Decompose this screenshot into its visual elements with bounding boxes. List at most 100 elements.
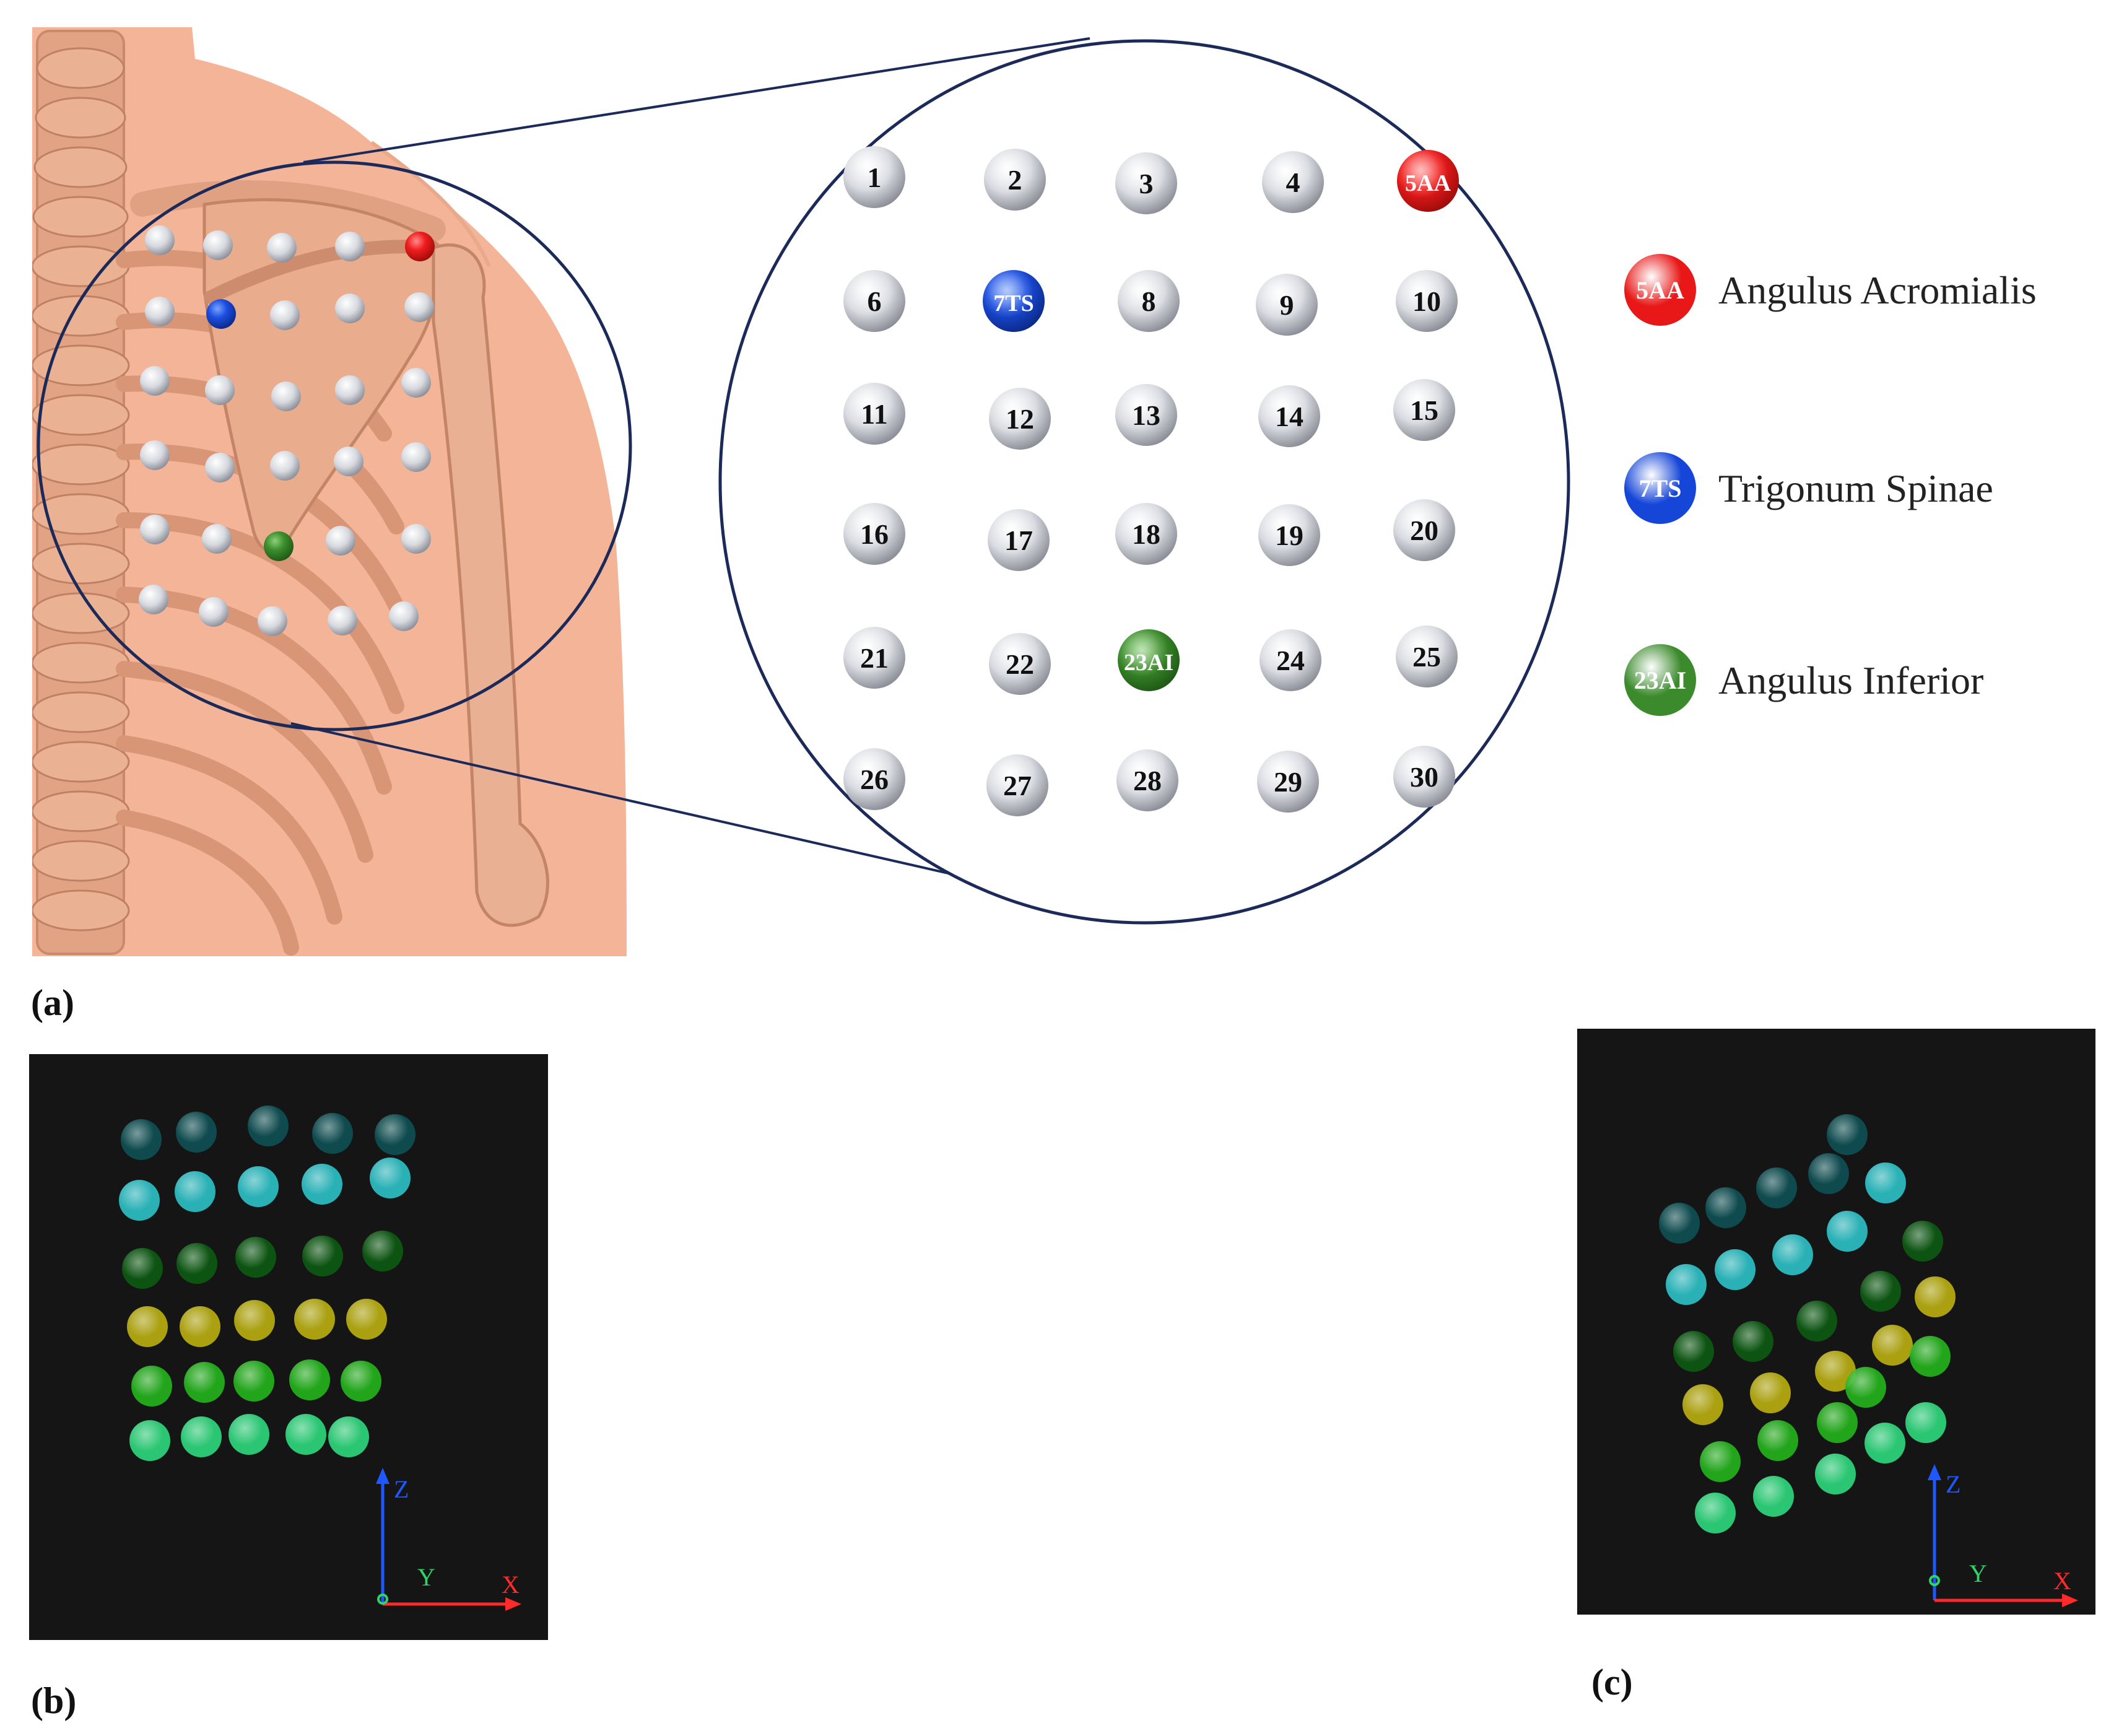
panel-c-sphere xyxy=(1756,1167,1797,1208)
magnified-marker-label: 18 xyxy=(1132,518,1160,550)
anatomy-marker-17 xyxy=(205,453,235,482)
magnified-marker-label: 16 xyxy=(860,518,889,550)
magnified-marker-label: 26 xyxy=(860,764,889,795)
panel-c-sphere xyxy=(1757,1420,1798,1461)
panel-c-z-label: Z xyxy=(1946,1470,1960,1498)
magnified-marker-label: 12 xyxy=(1006,403,1034,435)
panel-b-background xyxy=(29,1054,548,1640)
magnified-marker-label: 30 xyxy=(1410,761,1438,793)
panel-c-sphere xyxy=(1910,1336,1951,1377)
panel-c-sphere xyxy=(1796,1301,1837,1341)
panel-b-sphere xyxy=(233,1361,274,1402)
panel-c-sphere xyxy=(1715,1249,1756,1290)
panel-b-sphere xyxy=(302,1236,343,1276)
anatomy-markers xyxy=(139,225,435,636)
magnified-marker-label: 21 xyxy=(860,642,889,674)
panel-c-sphere xyxy=(1695,1493,1736,1533)
anatomy-marker-13 xyxy=(271,382,301,411)
legend-label: Trigonum Spinae xyxy=(1718,466,1993,510)
panel-b-y-label: Y xyxy=(417,1563,435,1591)
zoom-connector xyxy=(290,37,1090,886)
magnified-marker-19: 19 xyxy=(1258,504,1320,566)
anatomy-marker-16 xyxy=(140,440,170,470)
anatomy-marker-27 xyxy=(199,597,228,627)
magnified-marker-label: 1 xyxy=(868,162,882,193)
panel-c-sphere xyxy=(1845,1367,1886,1408)
magnified-marker-22: 22 xyxy=(989,633,1051,695)
magnified-marker-24: 24 xyxy=(1260,629,1321,691)
magnified-marker-7TS: 7TS xyxy=(983,270,1045,332)
magnified-marker-label: 29 xyxy=(1274,766,1302,798)
scapular-spine xyxy=(204,240,440,304)
magnified-marker-21: 21 xyxy=(843,627,905,689)
panel-b-sphere xyxy=(127,1306,168,1347)
panel-b-sphere xyxy=(341,1361,381,1402)
anatomy-marker-3 xyxy=(267,233,297,263)
magnified-marker-29: 29 xyxy=(1257,751,1319,813)
anatomy-marker-11 xyxy=(140,366,170,396)
magnified-marker-label: 5AA xyxy=(1405,170,1451,196)
panel-c-sphere xyxy=(1817,1402,1858,1443)
panel-b-sphere xyxy=(175,1171,215,1212)
anatomy-marker-7TS xyxy=(206,299,236,329)
magnified-marker-label: 8 xyxy=(1142,286,1156,317)
panel-b-sphere xyxy=(238,1166,279,1207)
anatomy-marker-22 xyxy=(202,524,232,554)
humerus xyxy=(432,243,549,927)
panel-c-sphere xyxy=(1682,1384,1723,1425)
anatomy-marker-14 xyxy=(335,375,365,405)
panel-b-sphere xyxy=(302,1164,342,1205)
magnified-marker-label: 10 xyxy=(1412,286,1441,317)
magnified-view-circle xyxy=(718,39,1570,925)
panel-b-axes xyxy=(376,1468,521,1611)
magnified-marker-10: 10 xyxy=(1396,270,1458,332)
magnified-marker-30: 30 xyxy=(1393,746,1455,808)
legend-label: Angulus Inferior xyxy=(1718,658,1984,702)
magnified-marker-5AA: 5AA xyxy=(1397,150,1459,212)
legend-badge-5AA: 5AA xyxy=(1624,254,1696,326)
magnified-marker-label: 14 xyxy=(1275,401,1303,432)
panel-b-sphere xyxy=(121,1119,162,1160)
magnified-marker-28: 28 xyxy=(1116,749,1178,811)
panel-c-label: (c) xyxy=(1591,1662,1633,1703)
magnified-marker-8: 8 xyxy=(1118,270,1180,332)
magnified-marker-label: 2 xyxy=(1008,164,1022,196)
magnified-marker-label: 11 xyxy=(861,398,887,430)
panel-c-sphere xyxy=(1700,1441,1741,1482)
panel-b-sphere xyxy=(181,1416,222,1457)
panel-b-sphere xyxy=(289,1359,330,1400)
panel-c-sphere xyxy=(1815,1454,1856,1494)
panel-c-sphere xyxy=(1864,1423,1905,1463)
anatomy-marker-6 xyxy=(145,297,175,326)
legend-badge-7TS: 7TS xyxy=(1624,452,1696,524)
magnified-marker-label: 28 xyxy=(1133,765,1162,796)
panel-b-sphere xyxy=(312,1113,353,1154)
panel-b-sphere xyxy=(370,1158,411,1198)
panel-c-sphere xyxy=(1753,1476,1794,1517)
panel-a-label: (a) xyxy=(31,982,74,1023)
anatomy-marker-2 xyxy=(203,230,233,260)
panel-c-sphere xyxy=(1808,1153,1849,1194)
panel-b-sphere xyxy=(248,1106,289,1146)
anatomy-marker-8 xyxy=(270,300,300,330)
panel-b-sphere xyxy=(328,1416,369,1457)
anatomy-marker-12 xyxy=(205,375,235,405)
magnified-marker-6: 6 xyxy=(843,270,905,332)
magnified-marker-3: 3 xyxy=(1115,152,1177,214)
magnified-marker-label: 19 xyxy=(1275,520,1303,551)
panel-c-sphere xyxy=(1915,1276,1956,1317)
panel-c-sphere xyxy=(1827,1211,1868,1252)
magnified-marker-4: 4 xyxy=(1262,151,1324,213)
anatomy-marker-9 xyxy=(335,294,365,323)
panel-c-sphere xyxy=(1705,1187,1746,1228)
anatomy-marker-24 xyxy=(326,526,355,556)
magnified-marker-20: 20 xyxy=(1393,499,1455,561)
magnified-marker-26: 26 xyxy=(843,748,905,810)
magnified-marker-label: 23AI xyxy=(1124,650,1173,676)
magnified-marker-17: 17 xyxy=(988,509,1050,571)
panel-c-sphere xyxy=(1666,1264,1707,1305)
panel-c-sphere xyxy=(1865,1162,1906,1203)
magnified-marker-label: 13 xyxy=(1132,399,1160,431)
magnified-marker-label: 17 xyxy=(1004,525,1033,556)
panel-c-sphere xyxy=(1750,1372,1791,1413)
